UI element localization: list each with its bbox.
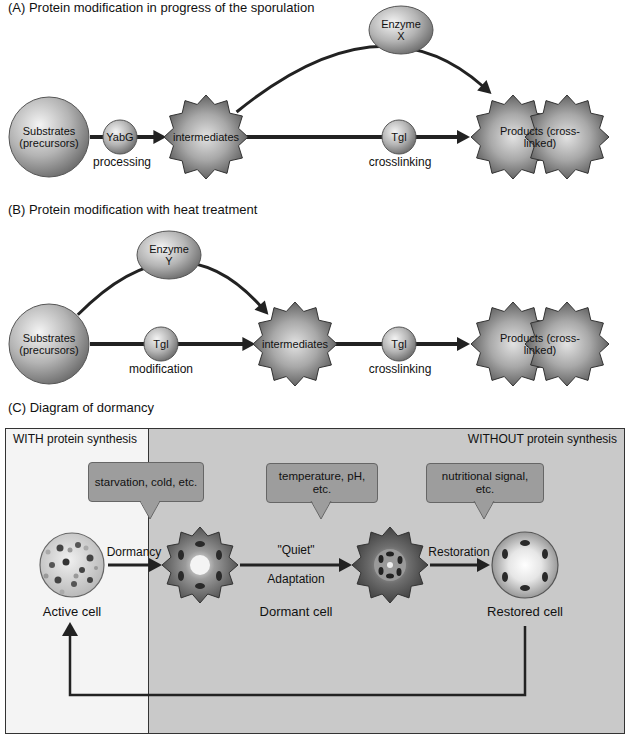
star-shape: [164, 95, 248, 179]
intermediate-star: intermediates: [163, 94, 249, 180]
node-text: Enzyme X: [377, 18, 425, 43]
step-label: Dormancy: [107, 546, 162, 560]
sphere-shape: [382, 120, 416, 154]
star-shape: [253, 302, 337, 386]
panel-heading: (B) Protein modification with heat treat…: [8, 203, 257, 218]
enzyme-sphere: Tgl: [381, 326, 417, 362]
process-arrow: [90, 130, 166, 144]
sphere-shape: [144, 327, 178, 361]
arrow-head: [477, 80, 491, 94]
node-text: WITHOUT protein synthesis: [468, 433, 617, 446]
edge-label: crosslinking: [369, 363, 432, 377]
node-text: YabG: [106, 131, 133, 143]
node-text: WITH protein synthesis: [13, 433, 137, 446]
enzyme-sphere: YabG: [102, 119, 138, 155]
ellipse-shape: [369, 6, 433, 54]
node-text: nutritional signal, etc.: [432, 470, 538, 496]
node-text: starvation, cold, etc.: [95, 476, 197, 489]
step-label: "Quiet": [277, 544, 314, 558]
callout-box: nutritional signal, etc.: [426, 463, 544, 503]
node-text: Tgl: [153, 338, 168, 350]
node-text: Enzyme Y: [145, 243, 193, 268]
sphere-shape: [103, 120, 137, 154]
sphere-shape: [382, 327, 416, 361]
step-label: Restored cell: [487, 605, 563, 620]
node-text: intermediates: [173, 131, 239, 143]
panel-heading: (C) Diagram of dormancy: [8, 401, 154, 416]
step-label: Adaptation: [267, 573, 324, 587]
intermediate-star: intermediates: [252, 301, 338, 387]
ellipse-shape: [137, 231, 201, 279]
step-label: Restoration: [428, 546, 489, 560]
sphere-shape: [9, 304, 89, 384]
node-text: Products (cross-linked): [498, 332, 582, 357]
edge-label: crosslinking: [369, 156, 432, 170]
step-label: Active cell: [43, 605, 102, 620]
sphere-shape: [9, 97, 89, 177]
substrate-sphere: Substrates (precursors): [8, 96, 90, 178]
edge-label: processing: [93, 156, 151, 170]
node-text: Substrates (precursors): [13, 125, 85, 150]
arrow-head: [457, 337, 470, 351]
arrow-head: [255, 300, 269, 314]
enzyme-ellipse: Enzyme X: [368, 5, 434, 55]
node-text: Tgl: [391, 131, 406, 143]
product-stars: Products (cross-linked): [470, 94, 610, 180]
enzyme-sphere: Tgl: [381, 119, 417, 155]
arrow-line: [237, 46, 483, 112]
callout-box: temperature, pH, etc.: [266, 463, 378, 503]
enzyme-sphere: Tgl: [143, 326, 179, 362]
curved-arrow: [237, 46, 492, 112]
enzyme-ellipse: Enzyme Y: [136, 230, 202, 280]
node-text: Substrates (precursors): [13, 332, 85, 357]
node-text: intermediates: [262, 338, 328, 350]
substrate-sphere: Substrates (precursors): [8, 303, 90, 385]
process-arrow: [246, 130, 470, 144]
process-arrow: [335, 337, 470, 351]
node-text: Products (cross-linked): [498, 125, 582, 150]
edge-label: modification: [129, 363, 193, 377]
node-text: temperature, pH, etc.: [272, 470, 372, 496]
region-band: WITHOUT protein synthesis temperature, pH…: [148, 428, 625, 734]
arrow-head: [457, 130, 470, 144]
panel-heading: (A) Protein modification in progress of …: [8, 1, 314, 16]
product-stars: Products (cross-linked): [470, 301, 610, 387]
node-text: Tgl: [391, 338, 406, 350]
arrow-line: [246, 135, 458, 139]
callout-box: starvation, cold, etc.: [88, 462, 204, 502]
step-label: Dormant cell: [260, 605, 333, 620]
